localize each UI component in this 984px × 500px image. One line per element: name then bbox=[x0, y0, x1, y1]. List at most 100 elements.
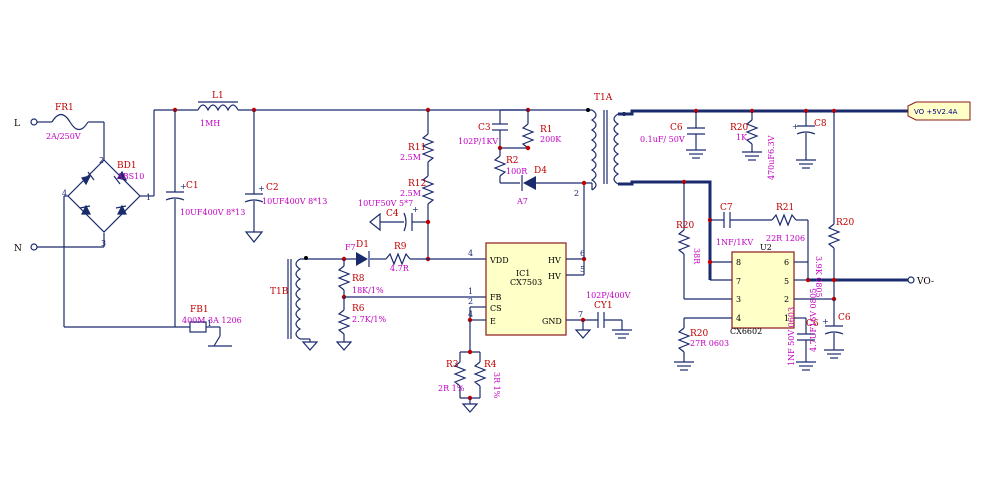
ref-r20-a: R20 bbox=[730, 123, 749, 133]
val-c3: 102P/1KV bbox=[458, 137, 498, 146]
pin-ic1-vdd-num: 4 bbox=[468, 249, 473, 258]
val-r9: 4.7R bbox=[390, 264, 410, 273]
ref-r11: R11 bbox=[408, 143, 426, 153]
u2-pin-7: 7 bbox=[736, 277, 741, 286]
svg-text:+: + bbox=[822, 317, 829, 326]
ground-symbol-r6 bbox=[335, 341, 353, 351]
pin-fb1-1: 1 bbox=[207, 319, 212, 328]
val-r20-d: 27R 0603 bbox=[690, 339, 729, 348]
ic1-pin-e: E bbox=[490, 317, 496, 326]
svg-text:+: + bbox=[412, 205, 419, 214]
ic1-ref: IC1 bbox=[516, 269, 530, 278]
val-c4: 10UF50V 5*7 bbox=[358, 199, 413, 208]
ref-r1: R1 bbox=[540, 125, 553, 135]
val-r2: 100R bbox=[506, 167, 528, 176]
secondary-section: VO +5V2.4A C6 0.1uF/ 50V R20 1K bbox=[618, 101, 971, 371]
val-r3: 2R 1% bbox=[438, 384, 465, 393]
primary-section: R11 2.5M R12 2.5M + C4 10UF50V 5*7 4 R9 … bbox=[270, 109, 632, 413]
pin-bd1-2: 2 bbox=[99, 156, 104, 165]
ic1-pin-hv1: HV bbox=[548, 256, 561, 265]
ref-c6-b: C6 bbox=[806, 319, 819, 329]
ic1-pin-cs: CS bbox=[490, 304, 502, 313]
ic1-part: CX7503 bbox=[510, 278, 542, 287]
ground-symbol-c2 bbox=[244, 231, 264, 243]
ref-r20-c: R20 bbox=[836, 218, 855, 228]
pin-ic1-e-num: 4 bbox=[468, 310, 473, 319]
svg-text:+: + bbox=[792, 122, 799, 131]
pin-ic1-fb-num: 1 bbox=[468, 287, 473, 296]
ground-symbol-c6-a bbox=[686, 149, 706, 159]
resistor-r11 bbox=[421, 133, 435, 163]
ic1-pin-vdd: VDD bbox=[489, 256, 509, 265]
capacitor-c2: + bbox=[244, 184, 265, 203]
u2-pin-5: 5 bbox=[784, 277, 789, 286]
pin-bd1-1: 1 bbox=[146, 193, 151, 202]
ic1-cx7503: VDD HV HV FB CS E GND IC1 CX7503 bbox=[485, 242, 567, 336]
net-label-l: L bbox=[14, 119, 20, 129]
input-section: L FR1 2A/250V N 2 3 bbox=[14, 91, 592, 347]
u2-pin-6: 6 bbox=[784, 258, 789, 267]
capacitor-c1: + bbox=[165, 182, 187, 201]
resistor-r8 bbox=[337, 265, 351, 291]
ref-r20-b: R20 bbox=[676, 221, 695, 231]
ref-c1: C1 bbox=[186, 181, 199, 191]
resistor-r3 bbox=[453, 361, 467, 387]
u2-part: CX6602 bbox=[730, 327, 762, 336]
capacitor-c6-c: + bbox=[822, 317, 844, 335]
val-fb1: 400M 3A 1206 bbox=[182, 316, 242, 325]
val-c6-b: 1NF 50V 0603 bbox=[787, 307, 796, 366]
net-label-n: N bbox=[14, 244, 22, 254]
val-d1: F7 bbox=[345, 243, 356, 252]
val-r12: 2.5M bbox=[400, 189, 421, 198]
ref-r9: R9 bbox=[394, 242, 407, 252]
svg-text:VO +5V2.4A: VO +5V2.4A bbox=[914, 108, 958, 116]
ground-symbol-c8 bbox=[796, 159, 816, 169]
ref-r6: R6 bbox=[352, 304, 365, 314]
ic1-pin-fb: FB bbox=[490, 293, 502, 302]
u2-pin-1: 1 bbox=[784, 314, 789, 323]
resistor-r9 bbox=[385, 252, 411, 266]
ground-symbol-r20-a bbox=[742, 151, 762, 161]
u2-cx6602: U2 CX6602 8 7 3 4 6 5 2 1 bbox=[730, 243, 795, 336]
val-c7: 1NF/1KV bbox=[716, 238, 753, 247]
pin-bd1-4: 4 bbox=[62, 189, 67, 198]
capacitor-c3 bbox=[492, 123, 508, 131]
ref-c8: C8 bbox=[814, 119, 827, 129]
ground-symbol-r20-d bbox=[674, 361, 694, 371]
val-d4: A7 bbox=[516, 197, 528, 206]
net-label-vo-plus: VO +5V2.4A bbox=[907, 101, 971, 121]
ref-cy1: CY1 bbox=[594, 301, 613, 311]
resistor-r20-c bbox=[827, 223, 841, 249]
ref-t1b: T1B bbox=[270, 287, 289, 297]
ref-t1a: T1A bbox=[594, 93, 613, 103]
ic1-pin-gnd: GND bbox=[542, 317, 562, 326]
ref-r12: R12 bbox=[408, 179, 426, 189]
val-c6-a: 0.1uF/ 50V bbox=[640, 135, 685, 144]
val-r8: 18K/1% bbox=[352, 286, 384, 295]
val-c8: 470uF6.3V bbox=[767, 135, 776, 180]
ref-c4: C4 bbox=[386, 209, 399, 219]
svg-text:+: + bbox=[258, 184, 265, 193]
val-r1: 200K bbox=[540, 135, 562, 144]
ground-symbol-c6-c bbox=[824, 349, 844, 359]
val-cy1: 102P/400V bbox=[586, 291, 631, 300]
pin-ic1-cs-num: 2 bbox=[468, 297, 473, 306]
val-bd1: ABS10 bbox=[116, 172, 144, 181]
ground-symbol-c6-b bbox=[796, 361, 816, 371]
resistor-r6 bbox=[337, 309, 351, 335]
ref-r21: R21 bbox=[776, 203, 794, 213]
ref-c2: C2 bbox=[266, 183, 279, 193]
ground-symbol-c4 bbox=[369, 212, 381, 232]
val-r20-b: 38R bbox=[692, 248, 701, 265]
resistor-r4 bbox=[473, 361, 487, 387]
inductor-l1 bbox=[197, 101, 239, 112]
resistor-r2 bbox=[493, 155, 507, 177]
ref-d4: D4 bbox=[534, 166, 547, 176]
u2-pin-2: 2 bbox=[784, 295, 789, 304]
val-r21: 22R 1206 bbox=[766, 234, 805, 243]
resistor-r20-b bbox=[677, 229, 691, 255]
ref-r8: R8 bbox=[352, 274, 365, 284]
pin-ic1-hv1-num: 6 bbox=[580, 249, 585, 258]
fuse-fr1 bbox=[51, 113, 89, 131]
